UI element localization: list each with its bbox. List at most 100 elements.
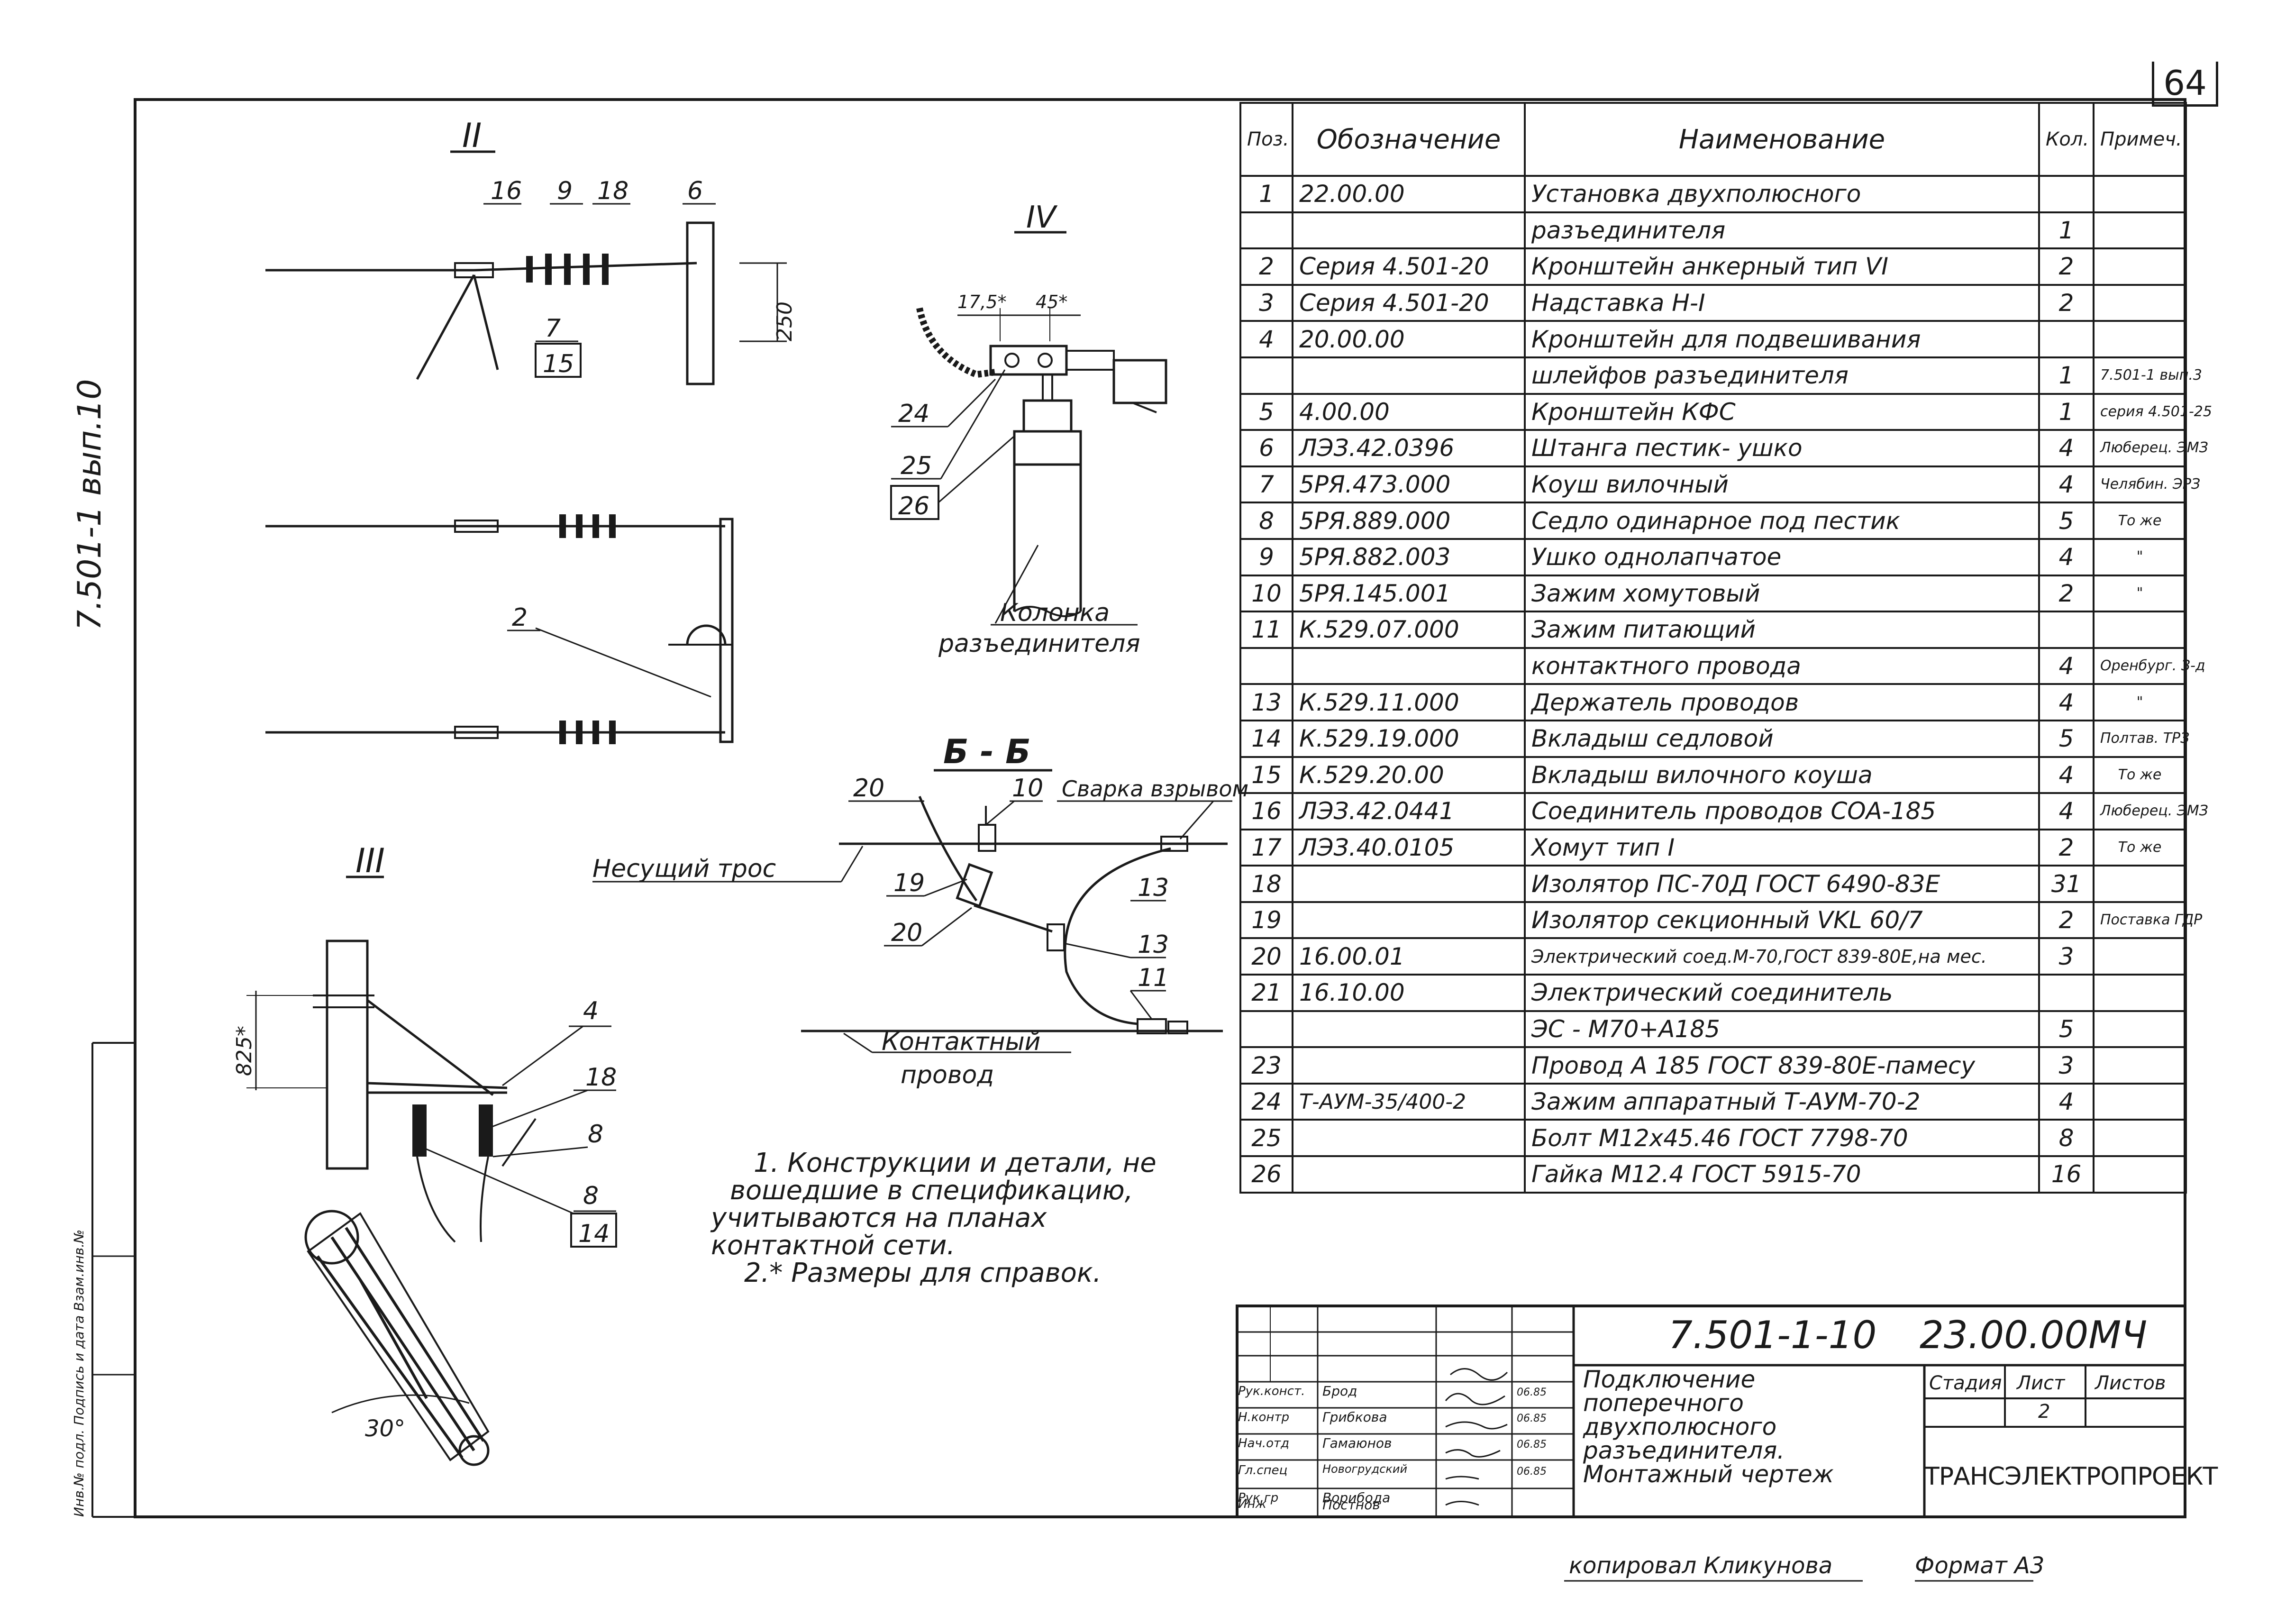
cell-qty: [2038, 974, 2095, 1012]
cell-note: [2093, 1155, 2187, 1194]
cell-name: контактного провода: [1524, 647, 2040, 685]
sign-role: Рук.гр: [1238, 1491, 1279, 1505]
view-4: IV 17,5* 45* 24 25 26: [890, 200, 1167, 658]
cell-note: Люберец. ЭМЗ: [2093, 792, 2208, 830]
cell-designation: К.529.19.000: [1292, 719, 1526, 758]
cell-pos: 11: [1239, 611, 1293, 649]
sign-date: 06.85: [1517, 1413, 1547, 1424]
cell-pos: 19: [1239, 901, 1293, 940]
spec-header-row: Поз. Обозначение Наименование Кол. Приме…: [1239, 102, 2187, 177]
cell-qty: 2: [2038, 574, 2095, 613]
cell-name: ЭС - М70+А185: [1524, 1010, 2040, 1049]
cell-pos: [1239, 211, 1293, 250]
cell-designation: 16.00.01: [1292, 937, 1526, 976]
sign-date: 06.85: [1517, 1387, 1547, 1398]
cell-note: То же: [2093, 828, 2187, 867]
angle-30: 30°: [365, 1415, 405, 1442]
cell-designation: [1292, 1155, 1526, 1194]
sign-name: Грибкова: [1322, 1409, 1387, 1425]
cell-designation: [1292, 356, 1526, 395]
cell-qty: 1: [2038, 356, 2095, 395]
sheet-label: Лист: [2017, 1372, 2065, 1394]
cell-name: Провод А 185 ГОСТ 839-80Е-памесу: [1524, 1046, 2040, 1085]
cell-pos: 2: [1239, 247, 1293, 286]
callout-15: 15: [543, 350, 574, 378]
cell-note: [2093, 283, 2187, 322]
cell-name: Штанга пестик- ушко: [1524, 429, 2040, 467]
cell-name: Держатель проводов: [1524, 683, 2040, 721]
cell-qty: 4: [2038, 792, 2095, 830]
sign-name-engineer: Постнов: [1322, 1497, 1380, 1513]
cell-name: Кронштейн КФС: [1524, 392, 2040, 431]
cell-qty: 1: [2038, 211, 2095, 250]
cell-designation: ЛЭЗ.40.0105: [1292, 828, 1526, 867]
cell-name: Соединитель проводов СОА-185: [1524, 792, 2040, 830]
cell-note: [2093, 1046, 2187, 1085]
header-note: Примеч.: [2093, 102, 2187, 177]
cell-name: Кронштейн анкерный тип VI: [1524, 247, 2040, 286]
cell-designation: [1292, 865, 1526, 903]
cell-pos: 6: [1239, 429, 1293, 467]
cell-note: [2093, 1082, 2187, 1121]
sign-role-engineer: Инж: [1238, 1497, 1266, 1511]
cell-name: Хомут тип I: [1524, 828, 2040, 867]
clamp-plate: [989, 345, 1068, 376]
cell-name: Вкладыш вилочного коуша: [1524, 756, 2040, 794]
callout-2: 2: [512, 603, 528, 632]
cell-pos: [1239, 647, 1293, 685]
sign-role: Рук.конст.: [1238, 1384, 1305, 1398]
sign-name: Гамаюнов: [1322, 1435, 1392, 1451]
cell-note: ": [2093, 683, 2187, 721]
callout-6: 6: [687, 177, 703, 205]
cell-qty: 16: [2038, 1155, 2095, 1194]
sign-name: Ворибода: [1322, 1490, 1391, 1505]
callout-8-lower: 8: [583, 1182, 599, 1210]
cell-qty: [2038, 611, 2095, 649]
cell-note: Оренбург. З-д: [2093, 647, 2205, 685]
callout-10: 10: [1012, 774, 1043, 803]
section-b-b: Б - Б Несущий трос Контактный провод 20 …: [592, 732, 1248, 1089]
callout-18-view-3: 18: [585, 1063, 617, 1092]
cell-note: [2093, 247, 2187, 286]
cell-name: Вкладыш седловой: [1524, 719, 2040, 758]
cell-name: разъединителя: [1524, 211, 2040, 250]
cell-qty: 4: [2038, 538, 2095, 576]
insulator-string: [526, 254, 609, 285]
cell-pos: [1239, 356, 1293, 395]
drawing-notes: 1. Конструкции и детали, не вошедшие в с…: [711, 1150, 1157, 1287]
cell-qty: 5: [2038, 502, 2095, 540]
view-3: III 825* 4 18 8 8: [232, 841, 617, 1466]
cell-qty: 4: [2038, 756, 2095, 794]
sign-name: Брод: [1322, 1383, 1357, 1399]
cell-pos: 14: [1239, 719, 1293, 758]
cell-qty: 3: [2038, 1046, 2095, 1085]
carrier-cable-label: Несущий трос: [592, 855, 776, 883]
stage-label: Стадия: [1929, 1372, 2002, 1394]
cell-name: Зажим аппаратный Т-АУМ-70-2: [1524, 1082, 2040, 1121]
cell-note: ": [2093, 574, 2187, 613]
copied-by: копировал Кликунова: [1569, 1552, 1833, 1579]
cell-qty: 4: [2038, 1082, 2095, 1121]
callout-9: 9: [557, 177, 573, 205]
view-2: II 16 9 18 6 7: [265, 116, 797, 744]
note-line: вошедшие в спецификацию,: [730, 1175, 1133, 1206]
note-line: 2.* Размеры для справок.: [744, 1258, 1102, 1288]
cell-note: Полтав. ТРЗ: [2093, 719, 2189, 758]
cell-qty: 2: [2038, 283, 2095, 322]
cell-designation: 5РЯ.145.001: [1292, 574, 1526, 613]
cell-qty: 2: [2038, 247, 2095, 286]
cell-qty: 8: [2038, 1119, 2095, 1158]
callout-20-right: 13: [1138, 874, 1169, 902]
